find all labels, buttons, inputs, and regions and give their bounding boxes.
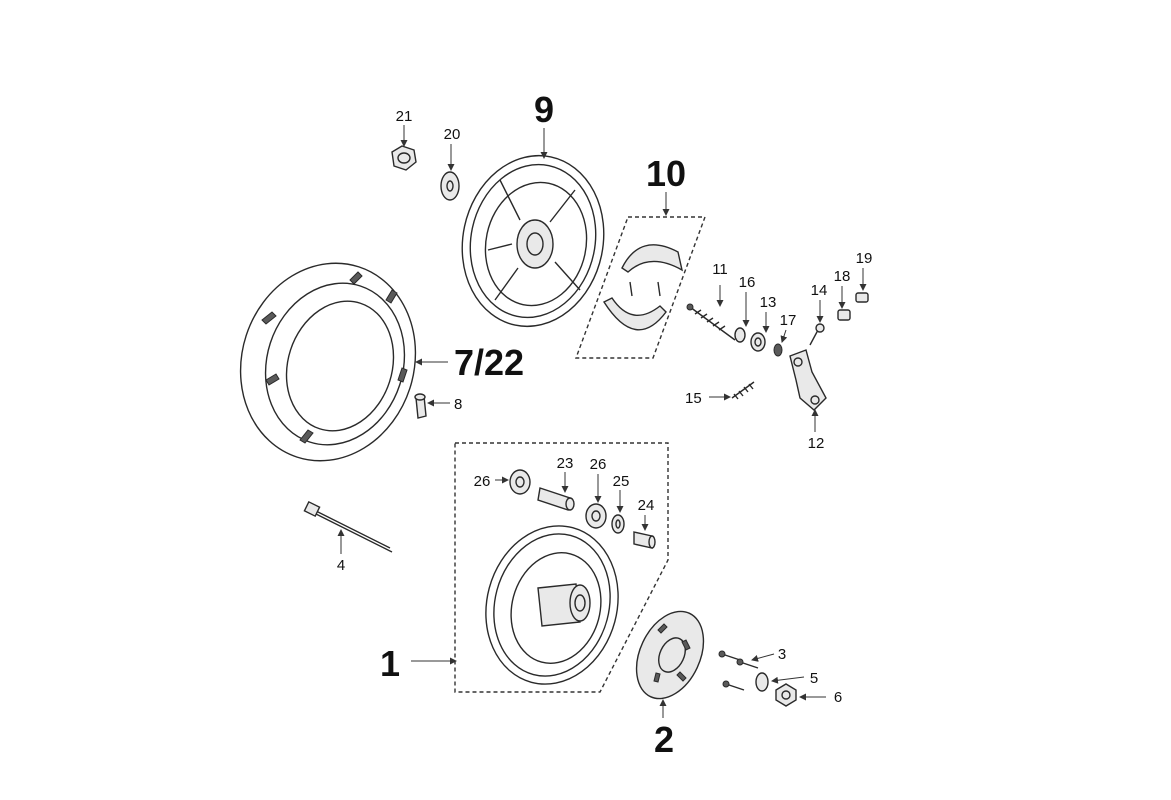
part-2-brake-disc [635, 610, 705, 700]
part-26-bearing-left [509, 469, 531, 495]
part-23-spacer [537, 487, 575, 511]
part-8-valve [414, 393, 427, 419]
label-15: 15 [685, 390, 702, 407]
part-6-nut [775, 683, 797, 707]
part-16-washer [734, 327, 746, 343]
part-3-screw [718, 650, 759, 691]
label-21: 21 [396, 108, 413, 125]
part-9-rear-rim [461, 154, 605, 328]
label-19: 19 [856, 250, 873, 267]
part-7-22-tyre [239, 262, 417, 462]
label-14: 14 [811, 282, 828, 299]
label-25: 25 [613, 473, 630, 490]
label-17: 17 [780, 312, 797, 329]
label-2: 2 [654, 719, 674, 760]
label-24: 24 [638, 497, 655, 514]
label-16: 16 [739, 274, 756, 291]
label-3: 3 [778, 646, 786, 663]
label-18: 18 [834, 268, 851, 285]
part-5-washer [755, 672, 769, 692]
part-4-axle [303, 500, 393, 553]
part-10-brake-shoes [574, 216, 707, 359]
part-18-nut [837, 309, 851, 321]
label-12: 12 [808, 435, 825, 452]
part-1-front-rim [454, 442, 669, 693]
label-1: 1 [380, 643, 400, 684]
label-26-left: 26 [474, 473, 491, 490]
part-number-labels: 21 20 9 10 7/22 8 11 16 13 17 14 18 19 1… [337, 89, 873, 760]
label-8: 8 [454, 396, 462, 413]
part-26-bearing-right [585, 503, 607, 529]
label-13: 13 [760, 294, 777, 311]
label-5: 5 [810, 670, 818, 687]
part-24-bushing [633, 531, 656, 549]
part-17-clip [773, 343, 783, 357]
label-26-right: 26 [590, 456, 607, 473]
leader-lines [337, 125, 867, 718]
part-25-seal [611, 514, 625, 534]
label-9: 9 [534, 89, 554, 130]
part-20-washer [440, 171, 460, 201]
part-21-nut [391, 145, 417, 171]
label-23: 23 [557, 455, 574, 472]
part-13-seal [750, 332, 766, 352]
part-14-bolt [809, 323, 825, 346]
label-11: 11 [712, 261, 728, 278]
label-20: 20 [444, 126, 461, 143]
label-6: 6 [834, 689, 842, 706]
part-12-brake-arm [789, 349, 827, 411]
label-7-22: 7/22 [454, 342, 524, 383]
part-15-spring [731, 381, 755, 400]
label-4: 4 [337, 557, 345, 574]
label-10: 10 [646, 153, 686, 194]
part-11-spring-pin [686, 303, 736, 341]
part-19-nut [855, 292, 869, 303]
